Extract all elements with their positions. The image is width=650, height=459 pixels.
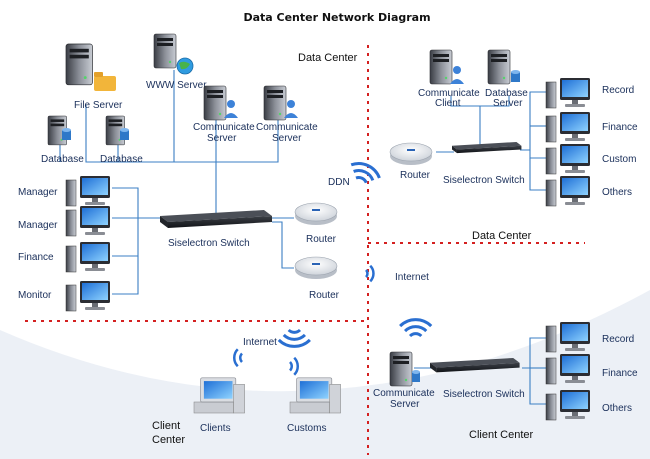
label-left-workstation-4: Monitor	[18, 290, 52, 301]
router-1-icon	[294, 202, 338, 226]
user-icon-3	[450, 66, 464, 84]
label-www-server: WWW Server	[146, 80, 207, 91]
database-cylinder-icon-2	[120, 128, 129, 140]
label-communicate-server-1-line2: Server	[207, 133, 237, 144]
database-server-tower-icon	[487, 49, 511, 85]
label-communicate-bottom-line2: Server	[390, 399, 420, 410]
section-label-data-center-mid: Data Center	[472, 230, 532, 242]
label-communicate-client-line2: Client	[435, 98, 461, 109]
background-swoosh	[0, 290, 650, 459]
router-2-icon	[294, 256, 338, 280]
communicate-client-tower-icon	[429, 49, 453, 85]
label-internet-right: Internet	[395, 272, 429, 283]
label-right-top-switch: Siselectron Switch	[443, 175, 525, 186]
label-ddn: DDN	[328, 177, 350, 188]
database-cylinder-icon-1	[62, 128, 71, 140]
label-database-server-line1: Database	[485, 88, 528, 99]
label-file-server: File Server	[74, 100, 123, 111]
communicate-server-bottom-tower-icon	[389, 351, 413, 387]
client-wifi-icon-right	[288, 356, 299, 376]
label-left-workstation-2: Manager	[18, 220, 58, 231]
label-communicate-server-1-line1: Communicate	[193, 122, 255, 133]
router-right-icon	[389, 142, 433, 166]
label-communicate-server-2-line2: Server	[272, 133, 302, 144]
label-right-bottom-switch: Siselectron Switch	[443, 389, 525, 400]
label-right-bottom-workstation-2: Finance	[602, 368, 638, 379]
user-icon-1	[224, 100, 238, 118]
user-icon-2	[284, 100, 298, 118]
file-server-tower-icon	[65, 43, 94, 86]
label-right-bottom-workstation-1: Record	[602, 334, 634, 345]
label-communicate-bottom-line1: Communicate	[373, 388, 435, 399]
globe-icon	[176, 57, 194, 75]
label-right-top-workstation-2: Finance	[602, 122, 638, 133]
label-database-1: Database	[41, 154, 84, 165]
label-clients: Clients	[200, 423, 231, 434]
label-router-1: Router	[306, 234, 337, 245]
communicate-server-tower-icon-1	[203, 85, 227, 121]
label-internet-left: Internet	[243, 337, 277, 348]
database-cylinder-icon-3	[511, 70, 520, 82]
section-label-client-center-left-line1: Client	[152, 420, 180, 432]
label-right-bottom-workstation-3: Others	[602, 403, 632, 414]
folder-icon	[94, 72, 116, 91]
label-right-top-workstation-3: Custom	[602, 154, 636, 165]
label-left-workstation-1: Manager	[18, 187, 58, 198]
www-server-tower-icon	[153, 33, 177, 69]
internet-wifi-icon-right-small	[364, 264, 375, 283]
label-router-2: Router	[309, 290, 340, 301]
database-cylinder-icon-4	[412, 370, 420, 382]
label-right-top-workstation-1: Record	[602, 85, 634, 96]
page-title: Data Center Network Diagram	[243, 11, 430, 24]
label-right-top-workstation-4: Others	[602, 187, 632, 198]
label-database-2: Database	[100, 154, 143, 165]
label-database-server-line2: Server	[493, 98, 523, 109]
section-label-data-center-top: Data Center	[298, 52, 358, 64]
clients-computer-icon	[193, 377, 245, 414]
client-wifi-icon-left	[233, 348, 244, 368]
label-customs: Customs	[287, 423, 326, 434]
section-label-client-center-left-line2: Center	[152, 434, 185, 446]
customs-computer-icon	[289, 377, 341, 414]
communicate-server-tower-icon-2	[263, 85, 287, 121]
label-left-workstation-3: Finance	[18, 252, 54, 263]
label-communicate-server-2-line1: Communicate	[256, 122, 318, 133]
label-router-right: Router	[400, 170, 431, 181]
section-label-client-center-right: Client Center	[469, 429, 534, 441]
label-communicate-client-line1: Communicate	[418, 88, 480, 99]
label-main-switch: Siselectron Switch	[168, 238, 250, 249]
